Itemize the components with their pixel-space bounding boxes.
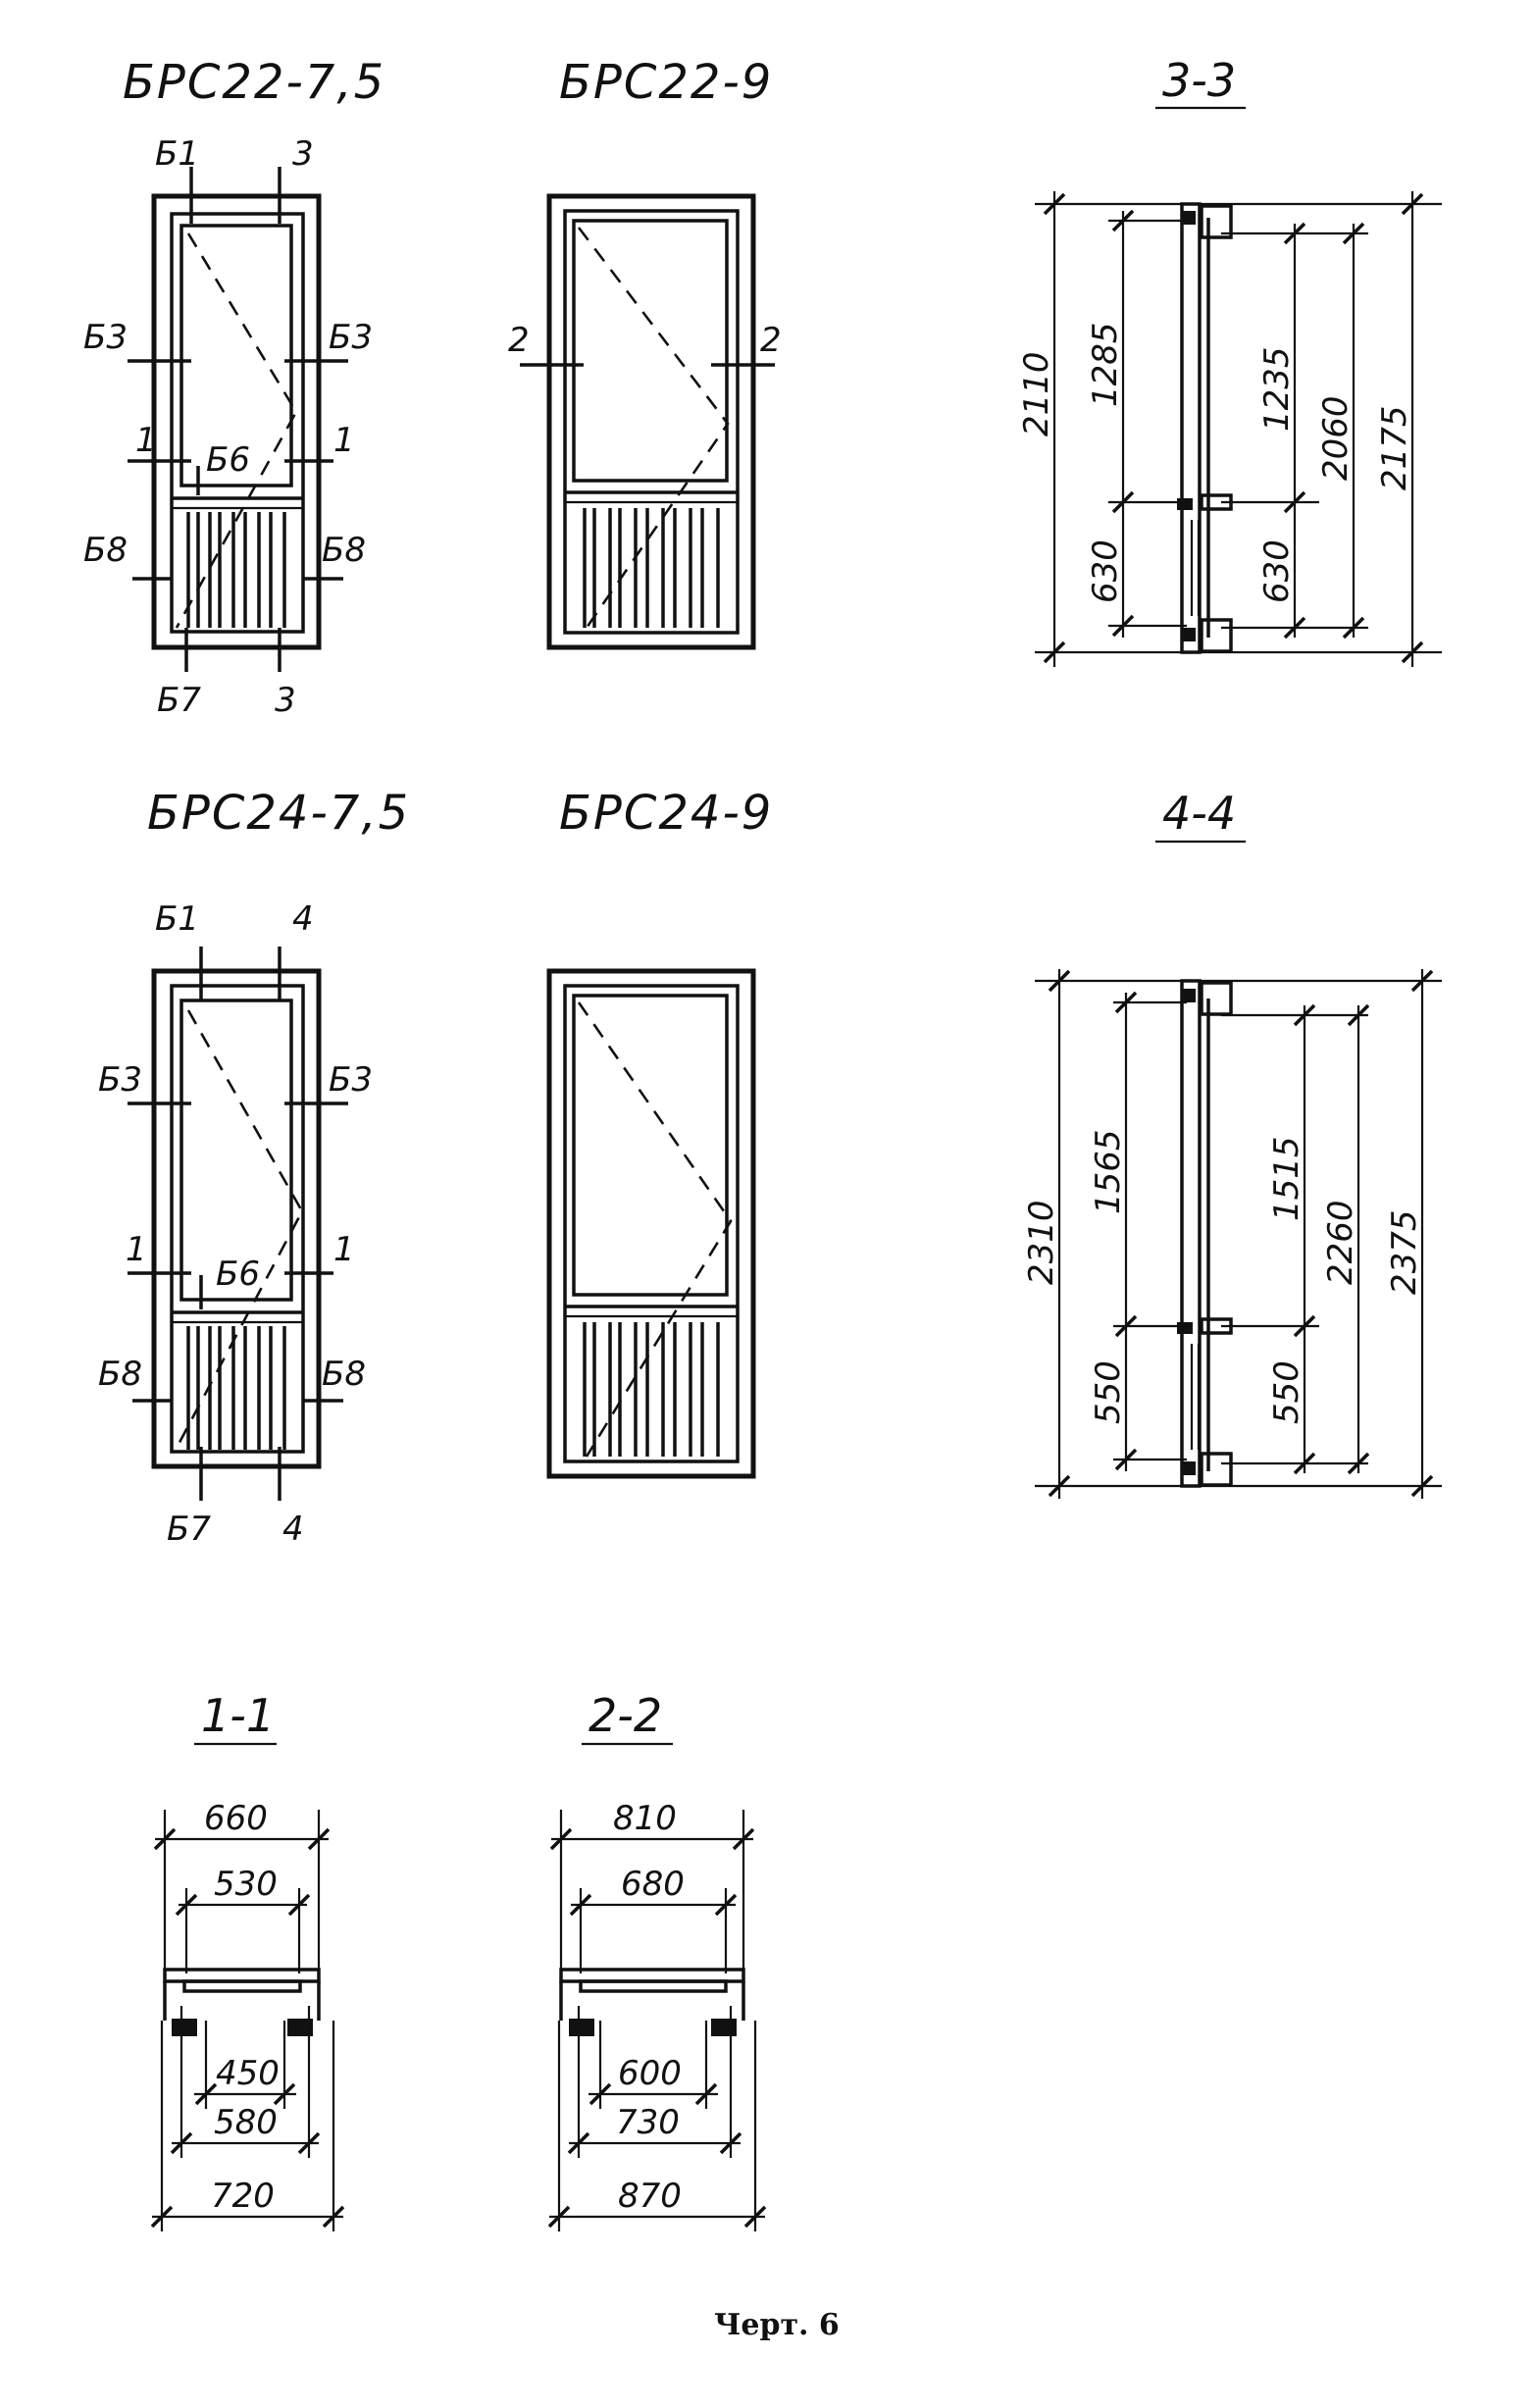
mark-b8-right: Б8 [322,531,366,570]
panel-brs24-9 [546,968,756,1479]
section-title-2-2: 2-2 [588,1689,662,1742]
mark-4-bottom: 4 [282,1510,304,1549]
dim-450: 450 [216,2054,280,2093]
mark-b6: Б6 [216,1255,260,1294]
mark-2-right: 2 [760,321,782,360]
mark-2-left: 2 [508,321,530,360]
dim-870: 870 [618,2177,682,2216]
dim-1565: 1565 [1089,1129,1128,1214]
dim-550-right: 550 [1267,1360,1306,1424]
dim-1285: 1285 [1086,322,1125,407]
section-2-2-drawing [547,1810,767,2231]
dim-2375: 2375 [1385,1209,1424,1295]
dim-1515: 1515 [1267,1136,1306,1221]
mark-b3-right: Б3 [329,1060,373,1100]
mark-b6: Б6 [206,440,250,480]
mark-b8-left: Б8 [83,531,128,570]
dim-2060: 2060 [1316,395,1356,481]
section-title-1-1: 1-1 [201,1689,275,1742]
mark-b1: Б1 [155,134,199,174]
dim-2310: 2310 [1022,1200,1061,1285]
dim-810: 810 [613,1799,677,1838]
mark-b3-left: Б3 [83,318,128,357]
dim-530: 530 [214,1865,278,1904]
ventilation-grille [186,512,286,628]
dim-730: 730 [616,2103,680,2142]
dim-660: 660 [204,1799,268,1838]
ventilation-grille [186,1326,286,1450]
panel-brs22-7.5 [128,167,348,672]
figure-caption: Черт. 6 [714,2308,840,2342]
dim-720: 720 [211,2177,275,2216]
dim-1235: 1235 [1257,346,1297,432]
mark-3-top: 3 [292,134,314,174]
mark-1-right: 1 [333,421,355,460]
title-brs22-7.5: БРС22-7,5 [123,55,385,110]
title-brs22-9: БРС22-9 [559,55,773,110]
title-brs24-9: БРС24-9 [559,786,773,841]
dim-580: 580 [214,2103,278,2142]
ventilation-grille [583,508,720,628]
mark-3-bottom: 3 [275,681,296,720]
ventilation-grille [583,1322,720,1457]
title-brs24-7.5: БРС24-7,5 [147,786,410,841]
dim-550-left: 550 [1089,1360,1128,1424]
dim-630-left: 630 [1086,539,1125,603]
mark-1-left: 1 [135,421,157,460]
mark-b8-right: Б8 [322,1355,366,1394]
section-3-3-drawing [1035,191,1442,667]
mark-b3-right: Б3 [329,318,373,357]
dim-2110: 2110 [1017,351,1056,436]
dim-2260: 2260 [1321,1200,1360,1285]
section-4-4-drawing [1035,969,1442,1499]
dim-630-right: 630 [1257,539,1297,603]
section-title-4-4: 4-4 [1162,787,1236,840]
dim-600: 600 [618,2054,682,2093]
section-title-3-3: 3-3 [1162,54,1236,107]
panel-brs22-9 [520,193,775,650]
mark-1-right: 1 [333,1230,355,1269]
section-1-1-drawing [150,1810,345,2231]
mark-b3-left: Б3 [98,1060,142,1100]
mark-b8-left: Б8 [98,1355,142,1394]
mark-4-top: 4 [292,899,314,939]
dim-2175: 2175 [1375,405,1414,490]
mark-b1: Б1 [155,899,199,939]
mark-1-left: 1 [126,1230,147,1269]
panel-brs24-7.5 [128,947,348,1501]
mark-b7: Б7 [157,681,201,720]
mark-b7: Б7 [167,1510,211,1549]
dim-680: 680 [621,1865,685,1904]
